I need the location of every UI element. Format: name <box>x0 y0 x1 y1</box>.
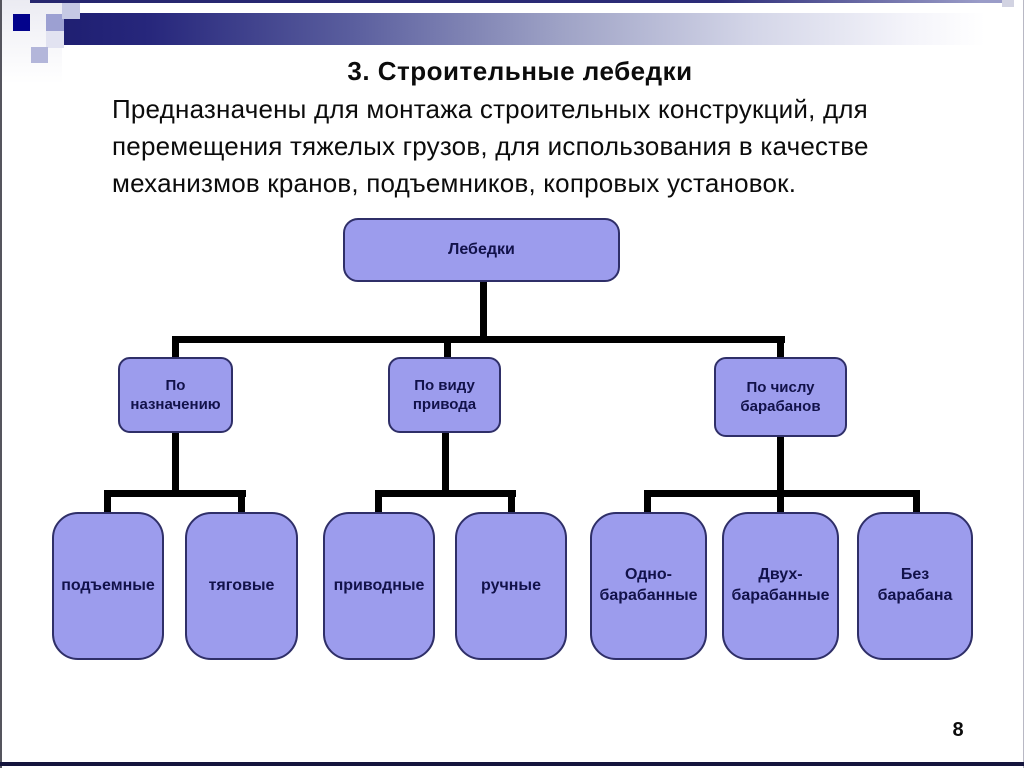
diagram-group-node-drive-type: По виду привода <box>388 357 501 433</box>
decor-square-medium <box>46 14 64 31</box>
top-gradient-bar <box>64 13 1024 45</box>
diagram-leaf-node: Одно- барабанные <box>590 512 707 660</box>
connector-stub <box>508 490 515 514</box>
decor-square-pale <box>46 31 64 48</box>
slide-title: 3. Строительные лебедки <box>347 56 693 86</box>
diagram-leaf-node: Двух- барабанные <box>722 512 839 660</box>
decor-square-small <box>31 47 48 63</box>
decor-square-light <box>62 3 80 19</box>
connector-stub <box>375 490 382 514</box>
diagram-leaf-node: приводные <box>323 512 435 660</box>
slide-body: Предназначены для монтажа строительных к… <box>112 91 952 202</box>
diagram-group-node-purpose: По назначению <box>118 357 233 433</box>
connector-group-stem <box>172 430 179 496</box>
top-accent-line <box>30 0 1010 3</box>
body-line-2: перемещения тяжелых грузов, для использо… <box>112 131 869 161</box>
slide-bottom-border <box>0 762 1024 766</box>
diagram-leaf-node: тяговые <box>185 512 298 660</box>
connector-root-stem <box>480 280 487 343</box>
connector-hline-g1 <box>104 490 246 497</box>
decor-corner-square <box>1002 0 1014 7</box>
decor-square-navy <box>13 14 30 31</box>
connector-group-stem <box>777 430 784 496</box>
slide-left-border <box>0 0 2 768</box>
body-line-1: Предназначены для монтажа строительных к… <box>112 94 868 124</box>
connector-hline-l1 <box>172 336 785 343</box>
diagram-root-node: Лебедки <box>343 218 620 282</box>
page-number: 8 <box>952 719 964 741</box>
diagram-group-node-drum-count: По числу барабанов <box>714 357 847 437</box>
body-line-3: механизмов кранов, подъемников, копровых… <box>112 168 797 198</box>
diagram-leaf-node: ручные <box>455 512 567 660</box>
connector-stub <box>777 336 784 360</box>
connector-hline-g2 <box>375 490 516 497</box>
connector-stub <box>913 490 920 514</box>
connector-stub <box>104 490 111 514</box>
connector-stub <box>172 336 179 360</box>
connector-stub <box>777 490 784 514</box>
connector-stub <box>238 490 245 514</box>
connector-stub <box>444 336 451 360</box>
connector-group-stem <box>442 430 449 496</box>
connector-stub <box>644 490 651 514</box>
diagram-leaf-node: Без барабана <box>857 512 973 660</box>
diagram-leaf-node: подъемные <box>52 512 164 660</box>
